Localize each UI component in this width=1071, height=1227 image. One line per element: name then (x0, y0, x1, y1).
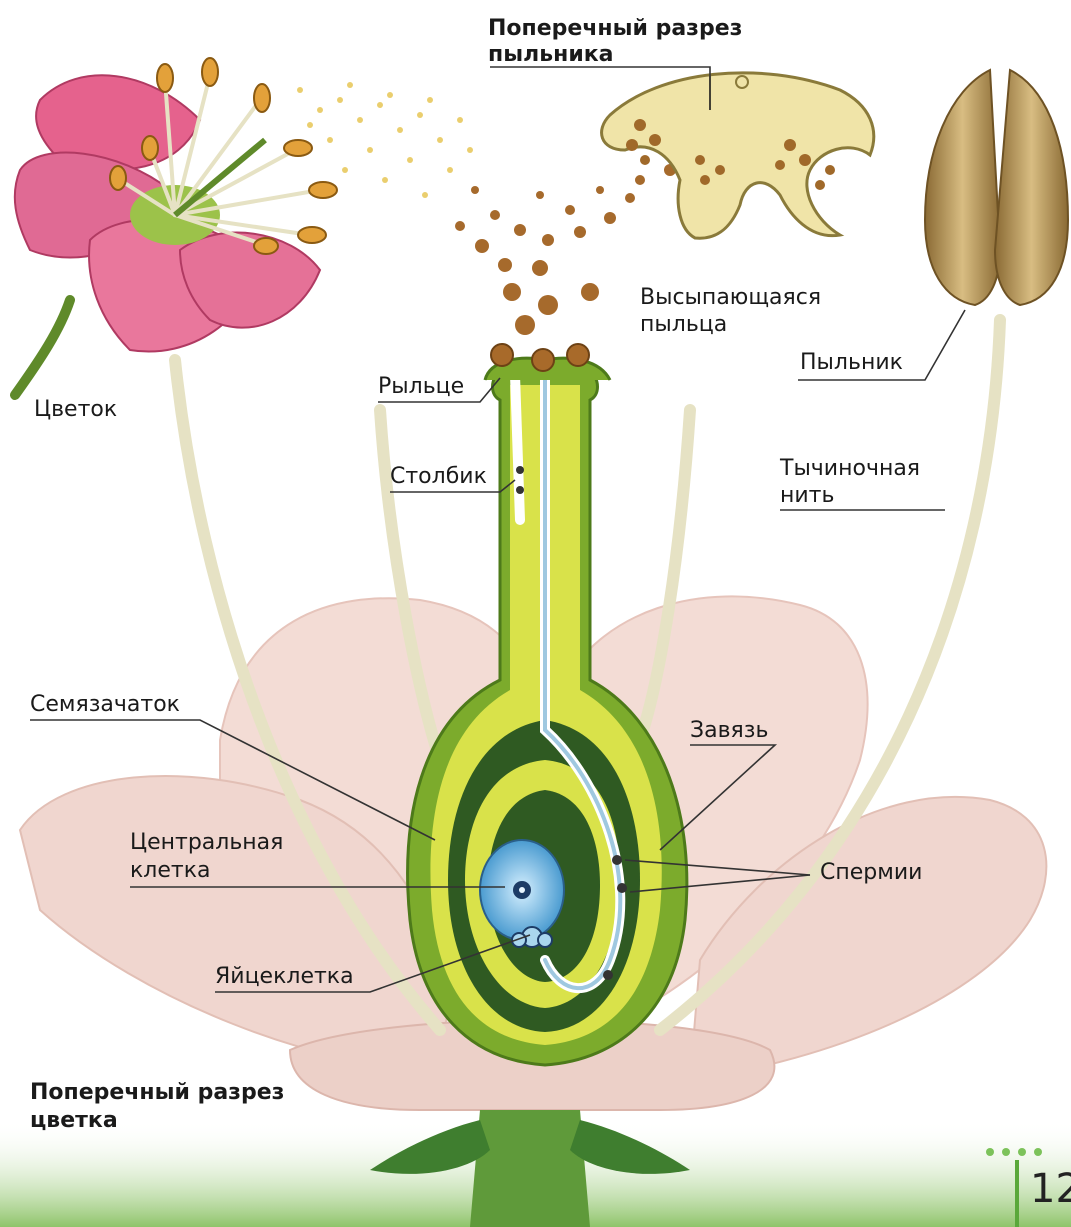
pollen-cloud (297, 82, 473, 198)
sperm-label: Спермии (820, 860, 922, 886)
pollen-label-line1: Высыпающаяся (640, 285, 821, 311)
ovule-label: Семязачаток (30, 692, 180, 718)
pink-flower (15, 58, 337, 395)
stigma-label: Рыльце (378, 374, 464, 400)
pollen-label-line2: пыльца (640, 312, 727, 338)
anther-section-title-line2: пыльника (488, 42, 614, 68)
flower-label: Цветок (34, 397, 117, 423)
anther-label: Пыльник (800, 350, 903, 376)
ovary-label: Завязь (690, 718, 768, 744)
central-cell-label-line1: Центральная (130, 830, 283, 856)
filament-label-line2: нить (780, 483, 834, 509)
page-number: 12 (1030, 1166, 1071, 1212)
anther-illustration (925, 70, 1068, 305)
flower-section-title-line1: Поперечный разрез (30, 1080, 284, 1106)
central-cell-label-line2: клетка (130, 858, 210, 884)
anther-section-title-line1: Поперечный разрез (488, 16, 742, 42)
filament-label-line1: Тычиночная (780, 456, 920, 482)
anther-cross-section (602, 73, 874, 238)
flower-section-title-line2: цветка (30, 1108, 118, 1134)
style-label: Столбик (390, 464, 487, 490)
egg-cell-label: Яйцеклетка (215, 964, 354, 990)
